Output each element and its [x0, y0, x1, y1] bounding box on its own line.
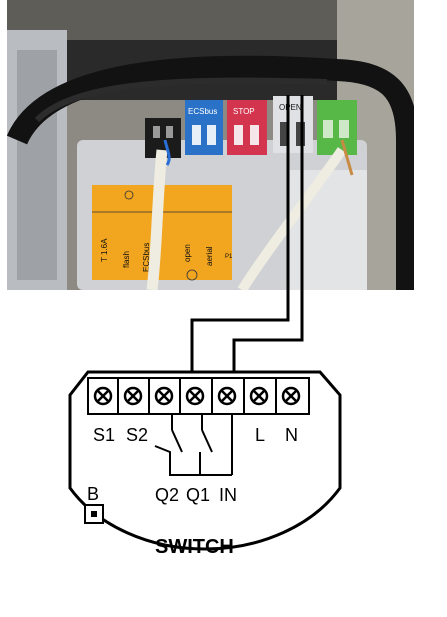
- controller-photo: T 1.6A flash ECSbus open aerial P1 ECSbu…: [7, 0, 414, 290]
- svg-text:ECSbus: ECSbus: [142, 243, 151, 272]
- open-terminal: [273, 96, 313, 153]
- panel-p1-label: P1: [225, 254, 233, 260]
- terminal-screw: [93, 386, 113, 406]
- black-cable: [7, 55, 414, 290]
- stop-terminal: [227, 100, 267, 155]
- ecsbus-terminal-label: ECSbus: [188, 107, 217, 116]
- panel-flash-label: flash: [122, 251, 131, 268]
- module-title: SWITCH: [155, 536, 234, 558]
- output-in-label: IN: [219, 485, 237, 505]
- svg-text:aerial: aerial: [205, 246, 214, 266]
- panel-fuse-label: T 1.6A: [100, 238, 109, 262]
- terminal-s1-label: S1: [93, 425, 115, 445]
- terminal-s2-label: S2: [126, 425, 148, 445]
- terminal-screw: [243, 378, 269, 414]
- output-q2-label: Q2: [155, 485, 179, 505]
- terminal-l-label: L: [255, 425, 265, 445]
- output-q1-label: Q1: [186, 485, 210, 505]
- panel-open-label: open: [183, 244, 192, 262]
- terminal-screw: [148, 378, 174, 414]
- terminal-screw: [275, 378, 301, 414]
- open-wire-1: [190, 95, 290, 398]
- button-b-label: B: [87, 484, 99, 504]
- open-wire-2: [232, 95, 304, 398]
- panel-aerial-label: aerial: [205, 246, 214, 266]
- terminal-n-label: N: [285, 425, 298, 445]
- white-cable-left: [146, 149, 168, 290]
- relay-schematic: [154, 414, 233, 476]
- panel-ecsbus-label: ECSbus: [142, 243, 151, 272]
- terminal-screw: [117, 378, 143, 414]
- svg-text:T 1.6A: T 1.6A: [100, 238, 109, 262]
- terminal-screws: [93, 378, 301, 414]
- stop-terminal-label: STOP: [233, 107, 255, 116]
- svg-text:open: open: [183, 244, 192, 262]
- open-terminal-label: OPEN: [279, 103, 302, 112]
- terminal-screw: [179, 378, 205, 414]
- terminal-screw: [211, 378, 237, 414]
- ecsbus-terminal: [185, 100, 223, 155]
- svg-text:flash: flash: [122, 251, 131, 268]
